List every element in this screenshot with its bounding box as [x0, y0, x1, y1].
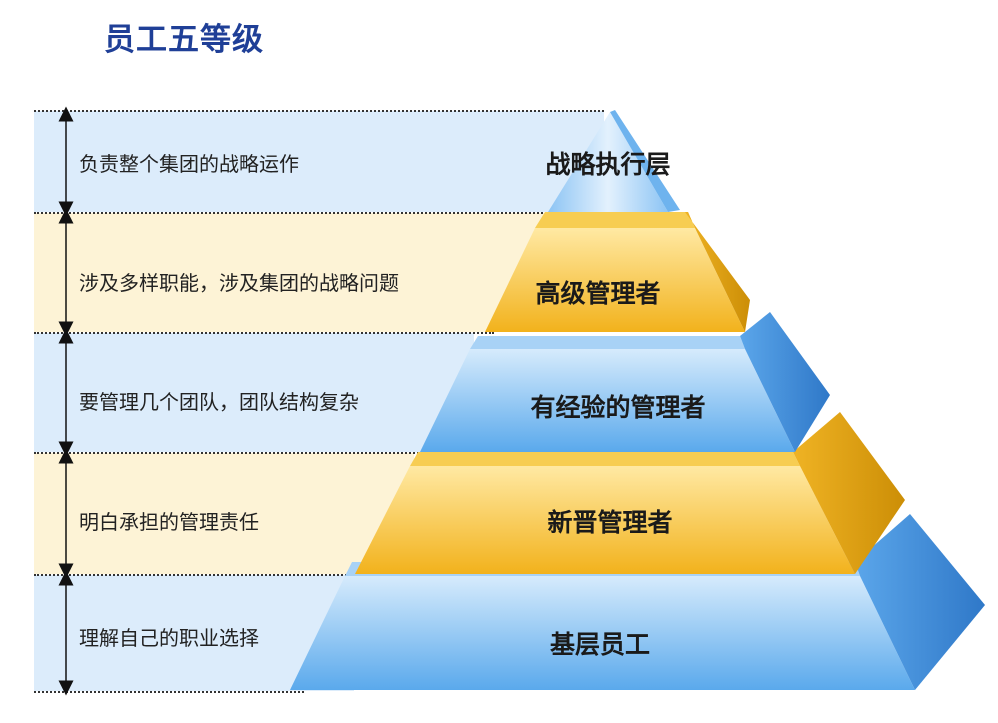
pyramid-level-4 [355, 412, 905, 574]
separator-3 [34, 452, 434, 454]
level-4-description: 明白承担的管理责任 [79, 510, 259, 534]
separator-2 [34, 332, 494, 334]
level-5-description: 理解自己的职业选择 [79, 626, 259, 650]
level-4-label: 新晋管理者 [547, 508, 673, 537]
separator-4 [34, 574, 374, 576]
level-2-description: 涉及多样职能，涉及集团的战略问题 [79, 271, 399, 295]
level-2-label: 高级管理者 [535, 279, 661, 308]
level-3-description: 要管理几个团队，团队结构复杂 [79, 390, 359, 414]
pyramid-level-2 [485, 212, 750, 332]
page-title: 员工五等级 [104, 22, 264, 58]
pyramid-level-3 [420, 312, 830, 452]
level-1-label: 战略执行层 [545, 150, 671, 179]
separator-bottom [34, 691, 304, 693]
level-1-description: 负责整个集团的战略运作 [79, 152, 299, 176]
level-3-label: 有经验的管理者 [530, 393, 706, 422]
band-level-1 [34, 111, 604, 212]
band-level-2 [34, 213, 544, 332]
band-level-3 [34, 333, 474, 452]
separator-top [34, 110, 604, 112]
separator-1 [34, 212, 554, 214]
level-5-label: 基层员工 [549, 630, 651, 659]
pyramid-level-1 [548, 110, 680, 212]
band-level-4 [34, 453, 414, 574]
